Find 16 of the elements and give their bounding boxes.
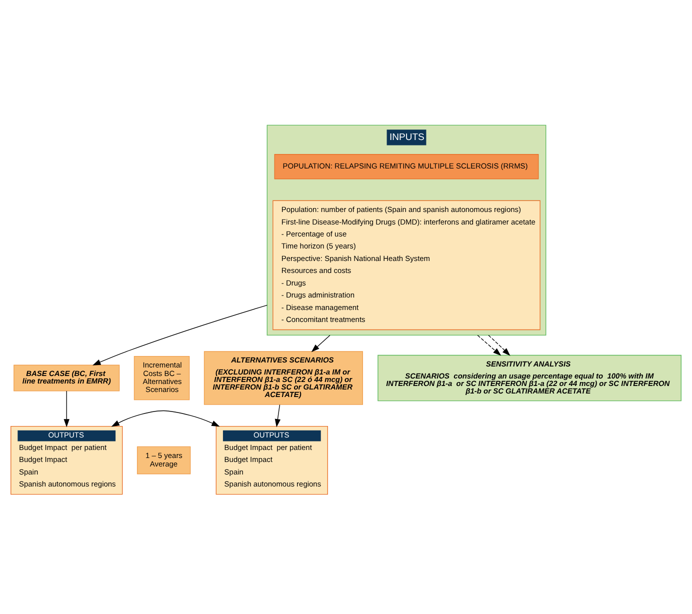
node-box: OUTPUTS Budget Impact per patient Budget Impact Spain Spanish autonomous regions bbox=[10, 426, 123, 495]
arrow bbox=[488, 334, 510, 356]
node-box: POPULATION: RELAPSING REMITING MULTIPLE SCLEROSIS (RRMS) bbox=[274, 154, 539, 180]
node-box: ALTERNATIVES SCENARIOS (EXCLUDING INTERFERON β1-a IM or INTERFERON β1-a SC (22 ó 44 mcg) or INTERFERON β1-b SC or GLATIRAMER ACETATE) bbox=[204, 351, 363, 405]
node-box: Incremental Costs BC – Alternatives Scenarios bbox=[134, 356, 190, 400]
arrow bbox=[311, 334, 330, 352]
arrow bbox=[477, 334, 502, 356]
node-box: Population: number of patients (Spain and spanish autonomous regions) First-line Disease-Modifying Drugs (DMD): interferons and glatiramer acetate - Percentage of use Time horizon (5 years) Perspective: Spanish National Heath System Resources and costs - Drugs - Drugs administration - Disease management - Concomitant treatments bbox=[272, 200, 540, 330]
arrow bbox=[64, 390, 70, 428]
node-box: 1 – 5 years Average bbox=[136, 446, 191, 474]
arrow bbox=[92, 304, 268, 366]
arrow bbox=[274, 404, 281, 428]
node-box: OUTPUTS Budget Impact per patient Budget Impact Spain Spanish autonomous regions bbox=[216, 426, 328, 495]
arrow bbox=[111, 410, 220, 427]
node-box: SENSITIVITY ANALYSIS SCENARIOS considering an usage percentage equal to 100% with IM INTERFERON β1-a or SC INTERFERON β1-a (22 or 44 mcg) or SC INTERFERON β1-b or SC GLATIRAMER ACETATE bbox=[378, 354, 682, 402]
node-box: BASE CASE (BC, First line treatments in EMRR) bbox=[14, 364, 120, 392]
